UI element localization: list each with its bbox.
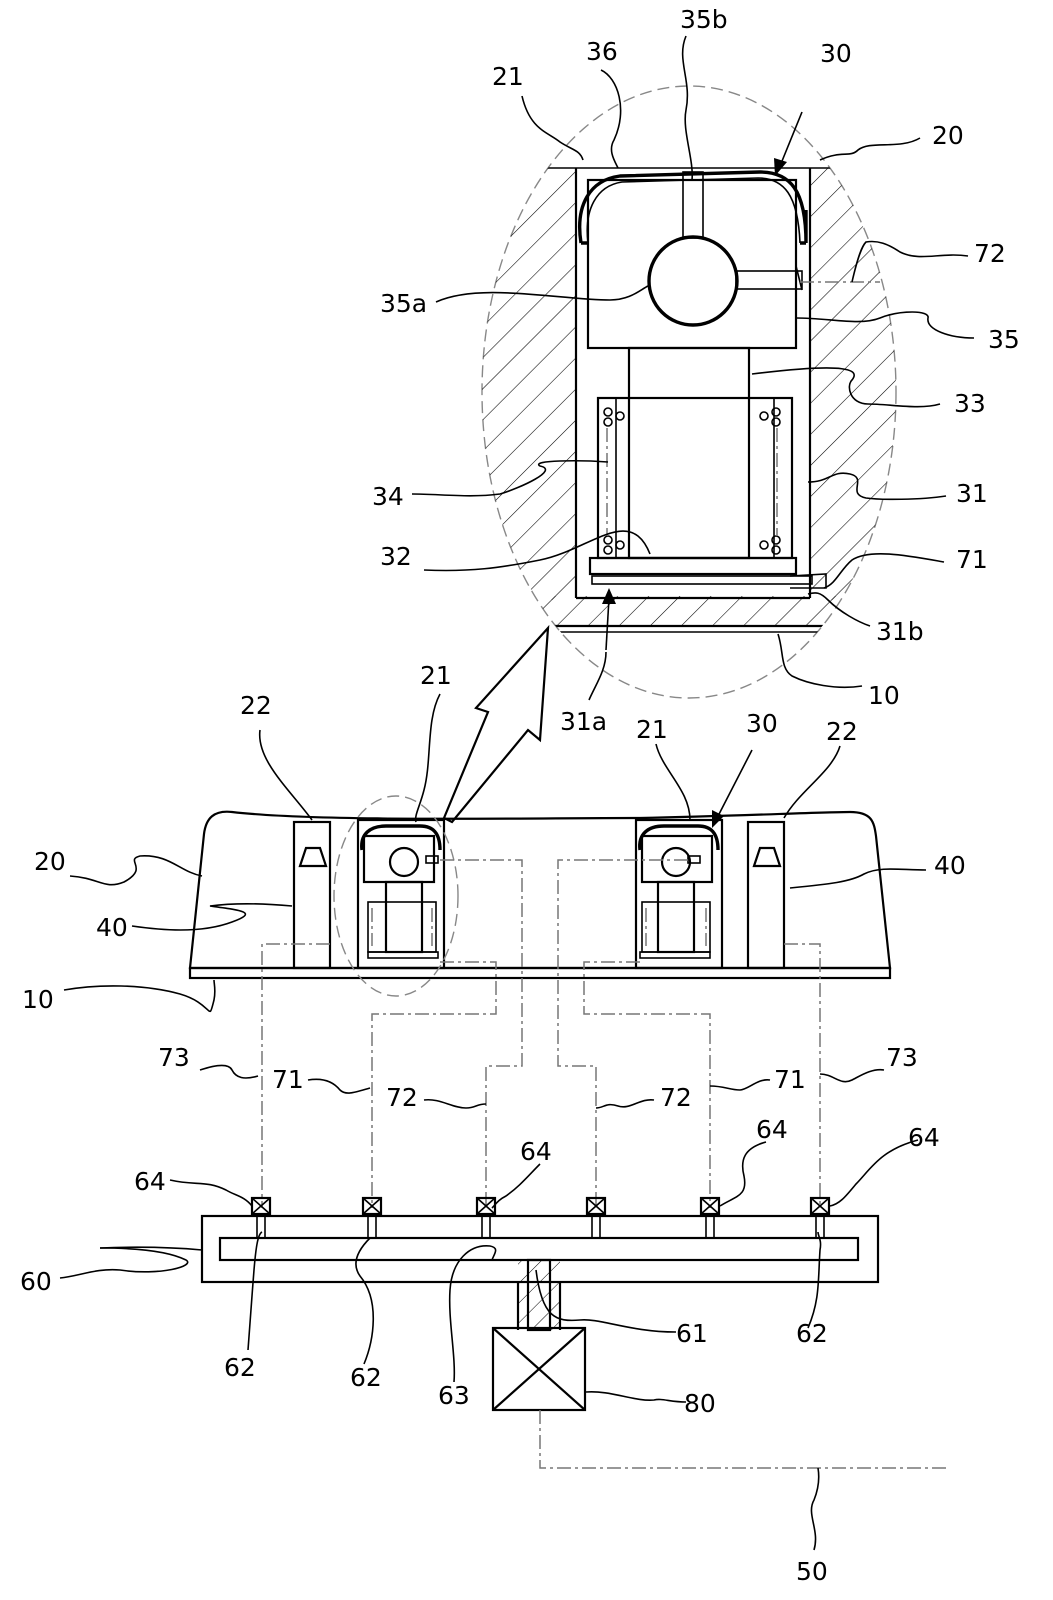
label-36: 36	[586, 37, 618, 66]
label-71-right: 71	[774, 1065, 806, 1094]
label-80: 80	[684, 1389, 716, 1418]
label-34: 34	[372, 482, 404, 511]
label-21-left: 21	[420, 661, 452, 690]
label-64-a: 64	[134, 1167, 166, 1196]
label-35a: 35a	[380, 289, 427, 318]
label-50: 50	[796, 1557, 828, 1586]
label-64-d: 64	[908, 1123, 940, 1152]
housing-31	[598, 398, 792, 558]
label-72-detail: 72	[974, 239, 1006, 268]
label-64-c: 64	[756, 1115, 788, 1144]
detail-body-bottom	[470, 596, 910, 626]
line-72-right	[558, 860, 688, 1208]
label-22-left: 22	[240, 691, 272, 720]
line-72-left	[440, 860, 522, 1208]
label-30-detail: 30	[820, 39, 852, 68]
ejector-pocket-left	[358, 820, 444, 968]
chamber-63	[220, 1238, 858, 1260]
cap-35	[588, 180, 796, 348]
label-35: 35	[988, 325, 1020, 354]
label-60: 60	[20, 1267, 52, 1296]
main-view: 22 21 21 30 22 20 40 40 10 73 71 72 72 7…	[22, 661, 966, 1208]
label-21-detail: 21	[492, 62, 524, 91]
label-71-left: 71	[272, 1065, 304, 1094]
shaft-33	[629, 348, 749, 558]
vent-channel-right	[748, 822, 784, 968]
label-20-detail: 20	[932, 121, 964, 150]
label-40-left: 40	[96, 913, 128, 942]
valve-set	[252, 1198, 829, 1238]
detail-view: 21 36 35b 30 20 72 35a 35 33 34 31 32 71…	[372, 5, 1020, 822]
supply-line-50	[540, 1410, 946, 1468]
label-30-right: 30	[746, 709, 778, 738]
base-10	[190, 968, 890, 978]
label-31: 31	[956, 479, 988, 508]
label-31a: 31a	[560, 707, 607, 736]
ejector-pocket-right	[636, 820, 722, 968]
label-21-right: 21	[636, 715, 668, 744]
inlet-61	[518, 1260, 560, 1330]
seal-36	[580, 172, 806, 243]
bore-35a	[649, 237, 737, 325]
label-73-right: 73	[886, 1043, 918, 1072]
label-33: 33	[954, 389, 986, 418]
label-61: 61	[676, 1319, 708, 1348]
label-72-left: 72	[386, 1083, 418, 1112]
label-20-main: 20	[34, 847, 66, 876]
label-73-left: 73	[158, 1043, 190, 1072]
label-10-main: 10	[22, 985, 54, 1014]
label-62-b: 62	[350, 1363, 382, 1392]
detail-body-right	[810, 168, 910, 600]
label-32: 32	[380, 542, 412, 571]
label-72-right: 72	[660, 1083, 692, 1112]
label-64-b: 64	[520, 1137, 552, 1166]
detail-callout-arrow	[444, 628, 548, 822]
valve-64-5	[701, 1198, 719, 1238]
label-71-detail: 71	[956, 545, 988, 574]
vent-channel-left	[294, 822, 330, 968]
label-35b: 35b	[680, 5, 728, 34]
label-10-detail: 10	[868, 681, 900, 710]
label-31b: 31b	[876, 617, 924, 646]
piston-plate-32	[590, 558, 796, 574]
manifold-assembly: 64 64 64 64 60 61 62 62 62 63 80 50	[20, 1115, 946, 1586]
label-63: 63	[438, 1381, 470, 1410]
label-22-right: 22	[826, 717, 858, 746]
label-62-c: 62	[796, 1319, 828, 1348]
detail-body-left	[470, 168, 576, 600]
label-40-right: 40	[934, 851, 966, 880]
valve-64-2	[363, 1198, 381, 1238]
label-62-a: 62	[224, 1353, 256, 1382]
